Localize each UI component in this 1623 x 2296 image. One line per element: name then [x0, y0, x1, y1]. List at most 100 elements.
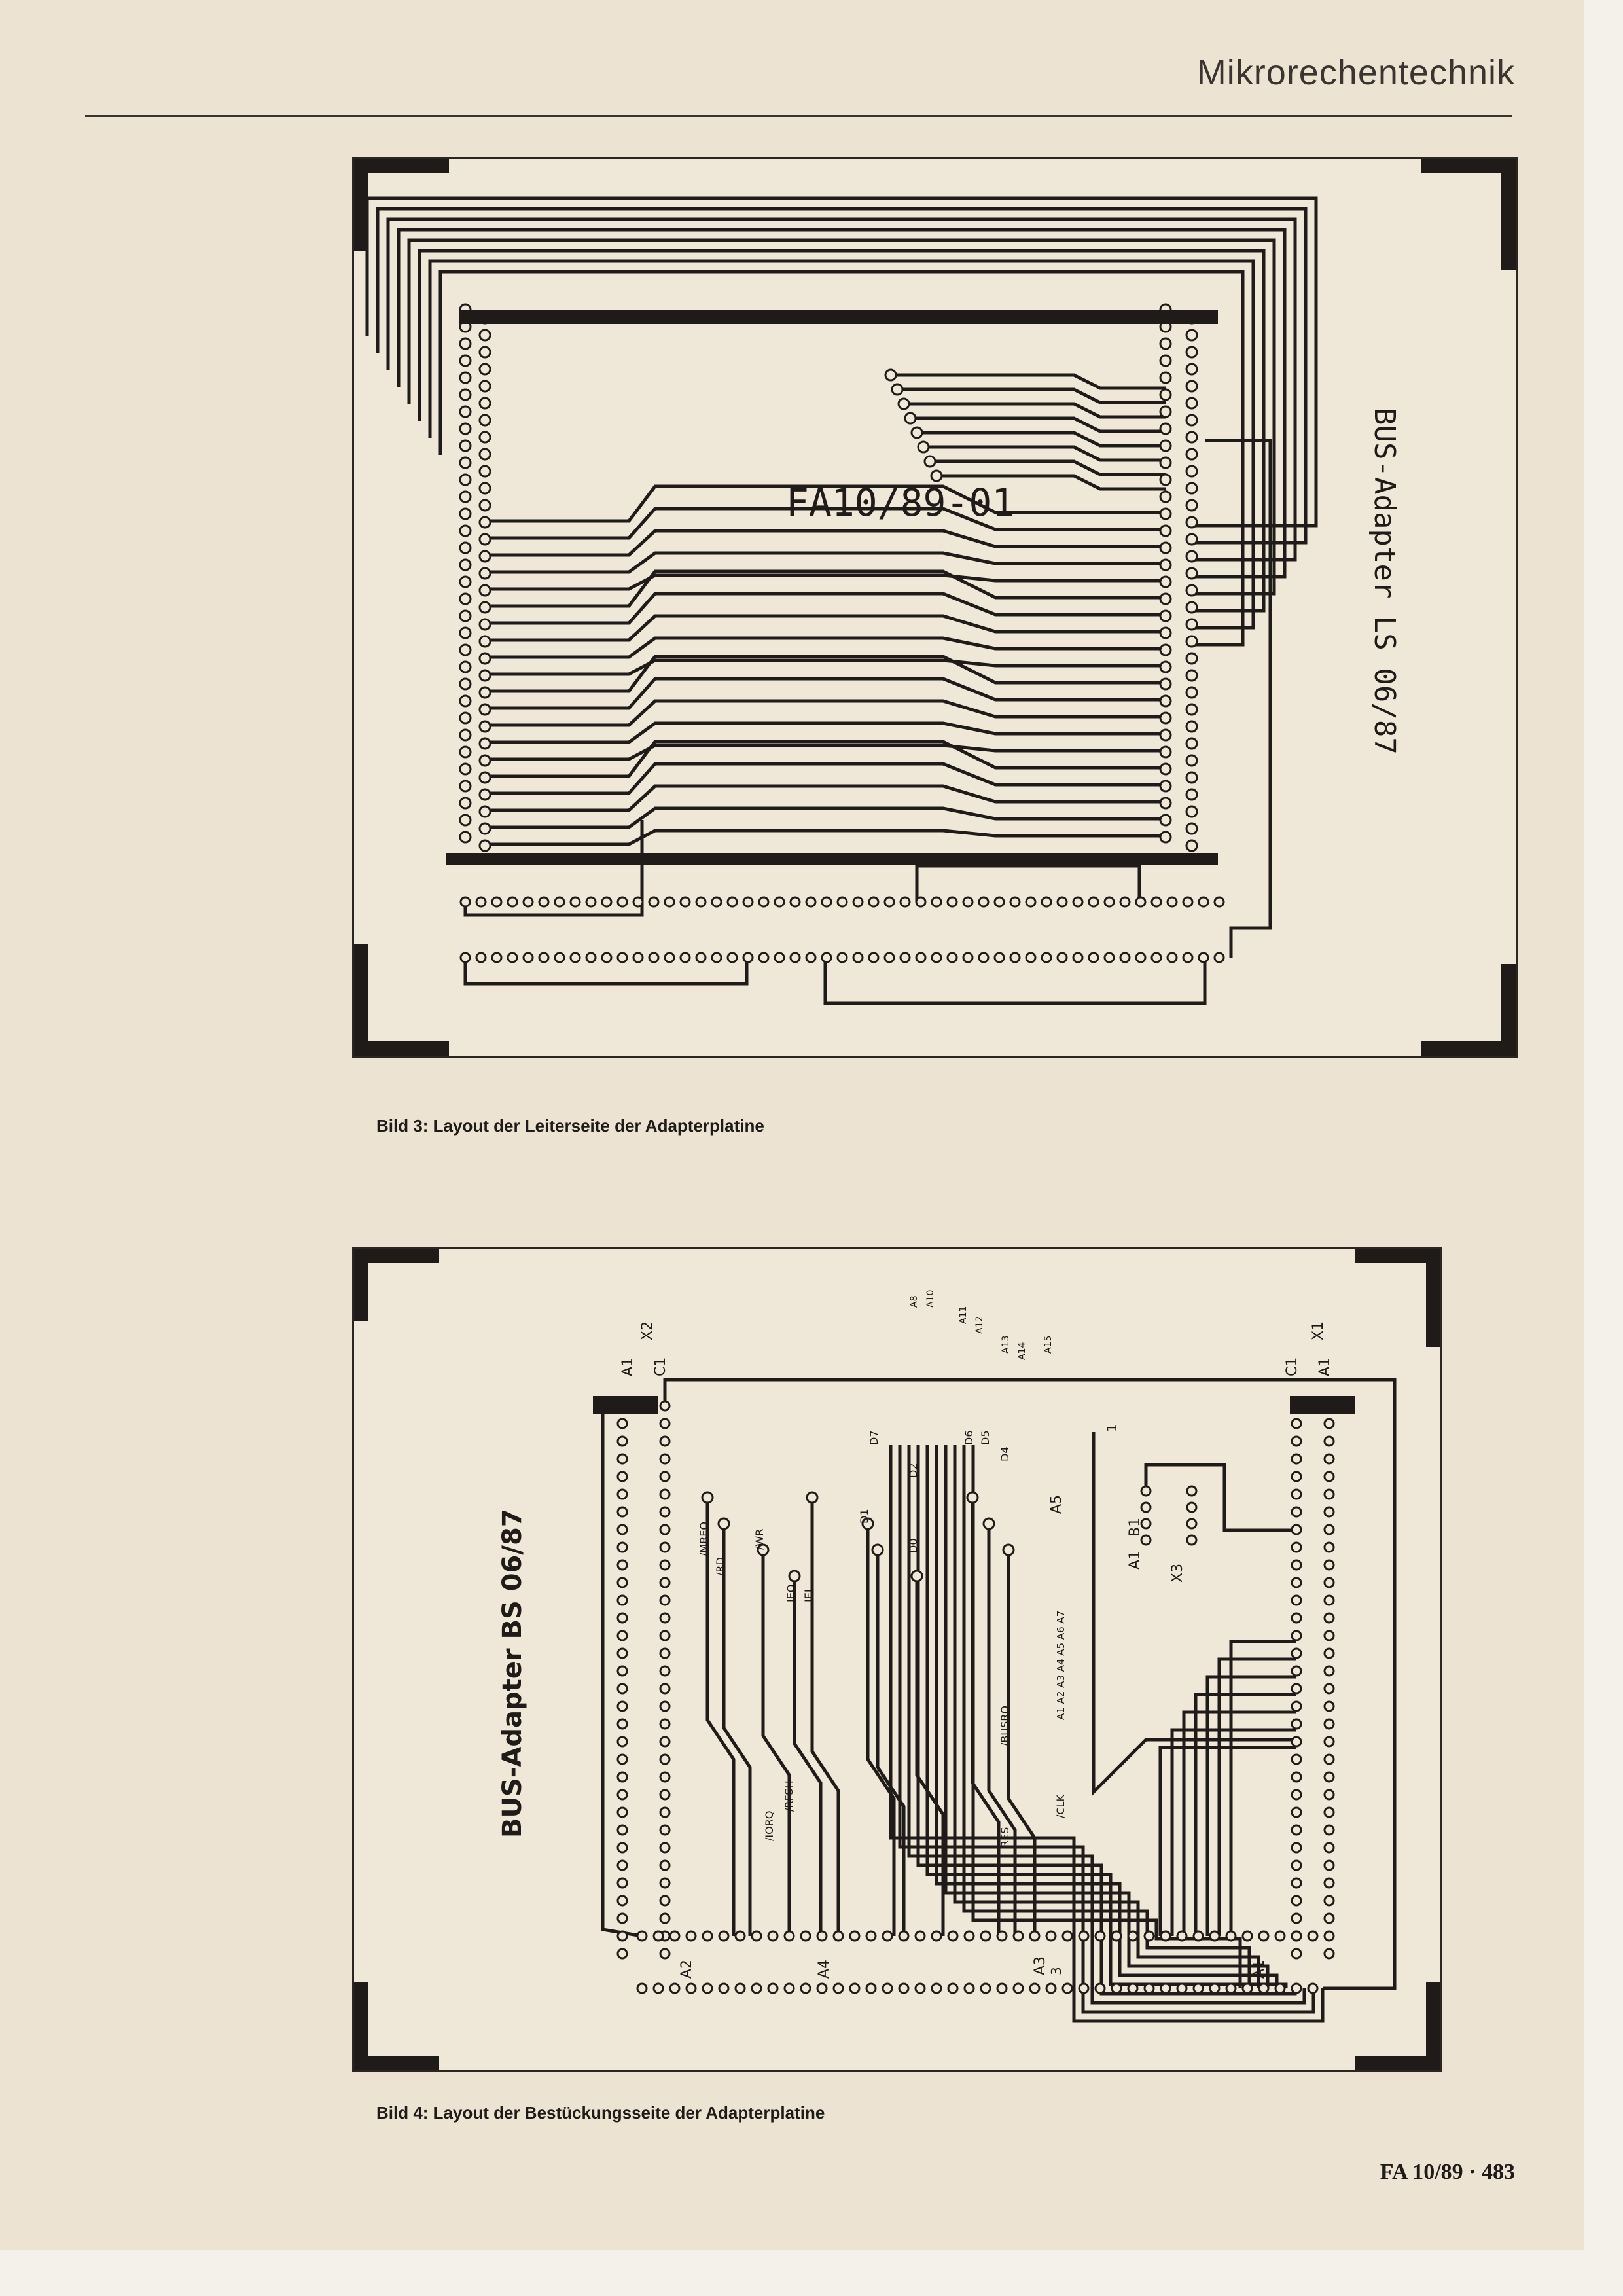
component-pad [1274, 1930, 1286, 1942]
solder-pad [758, 952, 770, 963]
component-pad [1209, 1930, 1221, 1942]
component-pad [898, 1982, 910, 1994]
component-pad [816, 1930, 828, 1942]
solder-pad [459, 439, 472, 452]
component-pad [652, 1930, 664, 1942]
component-pad [659, 1577, 671, 1588]
solder-pad [1159, 337, 1172, 350]
signal-trace [1092, 1432, 1296, 1797]
component-pad [1291, 1524, 1302, 1535]
solder-pad [585, 896, 597, 908]
component-pad [685, 1930, 697, 1942]
solder-pad [1213, 896, 1225, 908]
component-pad [898, 1930, 910, 1942]
solder-pad [1185, 499, 1198, 512]
component-pad [865, 1930, 877, 1942]
component-pad [1291, 1753, 1302, 1765]
label-a11: A11 [958, 1306, 969, 1324]
solder-pad [1198, 952, 1209, 963]
solder-pad [1159, 831, 1172, 844]
label-pin-one: 1 [1104, 1424, 1120, 1432]
component-pad [659, 1665, 671, 1677]
solder-pad [478, 363, 491, 376]
bus-trace [485, 592, 1166, 625]
signal-trace [904, 402, 1166, 419]
component-pad [882, 1982, 893, 1994]
component-pad [1029, 1930, 1041, 1942]
solder-pad [726, 896, 738, 908]
solder-pad [1088, 952, 1099, 963]
via-pad [717, 1517, 730, 1530]
component-pad [1291, 1842, 1302, 1854]
bus-trace [935, 1445, 1279, 1988]
solder-pad [459, 952, 471, 963]
bus-trace [485, 721, 1166, 744]
component-pad [1291, 1948, 1302, 1960]
signal-trace [891, 373, 1166, 390]
component-pad [659, 1736, 671, 1748]
solder-pad [1185, 703, 1198, 716]
component-pad [1186, 1485, 1198, 1497]
component-pad [1323, 1524, 1335, 1535]
signal-trace [463, 958, 749, 986]
solder-pad [478, 601, 491, 614]
component-pad [1291, 1700, 1302, 1712]
component-pad [659, 1594, 671, 1606]
solder-pad [1159, 388, 1172, 401]
component-pad [659, 1541, 671, 1553]
solder-pad [946, 896, 958, 908]
component-pad [947, 1930, 959, 1942]
signal-trace [910, 416, 1166, 433]
component-pad [1291, 1683, 1302, 1695]
via-pad [966, 1491, 979, 1504]
signal-trace [1205, 1675, 1296, 1936]
component-pad [914, 1930, 926, 1942]
solder-pad [1198, 896, 1209, 908]
signal-trace [705, 1498, 736, 1936]
signal-trace [1170, 1728, 1296, 1936]
solder-pad [1185, 635, 1198, 648]
solder-pad [805, 896, 817, 908]
label-x3: X3 [1169, 1564, 1186, 1583]
component-pad [1258, 1982, 1270, 1994]
component-pad [1012, 1982, 1024, 1994]
solder-pad [459, 831, 472, 844]
bus-trace [485, 677, 1166, 710]
signal-trace [923, 445, 1166, 462]
solder-pad [883, 896, 895, 908]
label-d0: D0 [907, 1539, 919, 1554]
label-c1-right: C1 [1284, 1357, 1300, 1376]
solder-pad [931, 896, 942, 908]
bus-trace [485, 762, 1166, 795]
via-pad [861, 1517, 874, 1530]
solder-pad [459, 371, 472, 384]
solder-pad [695, 952, 707, 963]
component-pad [1323, 1665, 1335, 1677]
solder-pad [459, 422, 472, 435]
component-pad [1061, 1930, 1073, 1942]
solder-pad [695, 896, 707, 908]
solder-pad [1159, 354, 1172, 367]
solder-pad [962, 952, 974, 963]
component-pad [1291, 1859, 1302, 1871]
label-x1: X1 [1310, 1321, 1327, 1340]
solder-pad [478, 550, 491, 563]
board-label-bs: BUS-Adapter BS 06/87 [497, 1509, 527, 1838]
solder-pad [478, 567, 491, 580]
solder-pad [664, 952, 675, 963]
registration-marks-2 [354, 1249, 1440, 2070]
component-pad [659, 1948, 671, 1960]
solder-pad [459, 694, 472, 708]
bus-trace [953, 1445, 1260, 1988]
component-pad [800, 1982, 812, 1994]
solder-pad [538, 952, 550, 963]
solder-pad [478, 448, 491, 461]
solder-pad [1159, 439, 1172, 452]
component-pad [1323, 1435, 1335, 1447]
component-pad [1258, 1930, 1270, 1942]
component-pad [832, 1930, 844, 1942]
component-pad [1291, 1506, 1302, 1518]
component-pad [914, 1982, 926, 1994]
solder-pad [632, 896, 644, 908]
component-pad [996, 1982, 1008, 1994]
